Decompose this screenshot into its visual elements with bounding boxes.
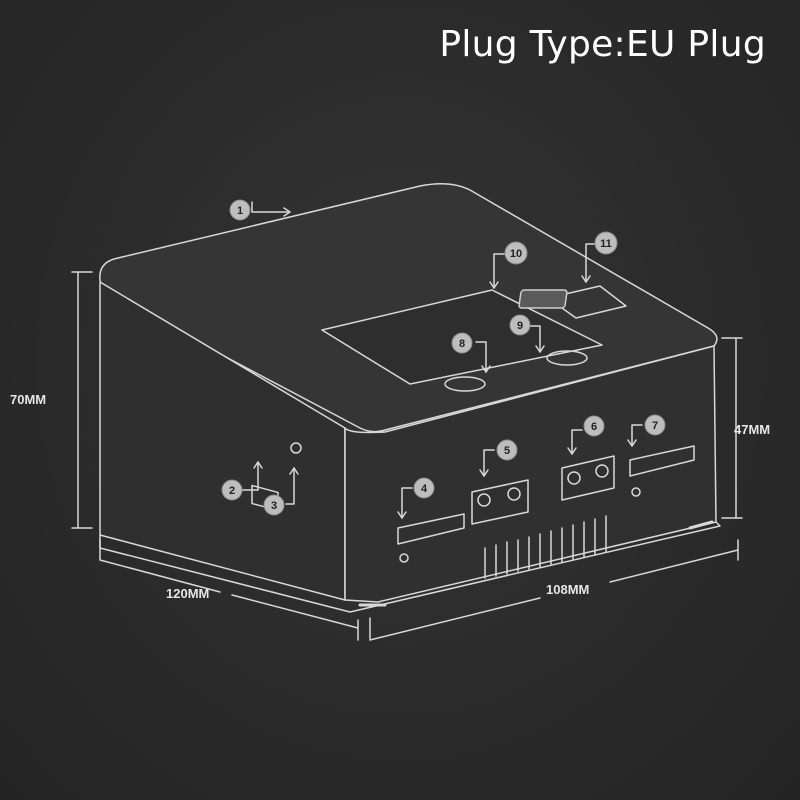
balance-port-right xyxy=(629,445,695,477)
output-port-6 xyxy=(561,455,615,501)
dim-line-front-height xyxy=(721,337,743,519)
callout-4 xyxy=(413,477,435,499)
rotary-knob xyxy=(547,285,627,319)
callout-10 xyxy=(504,241,528,265)
dim-label-width: 108MM xyxy=(546,582,589,597)
button-9 xyxy=(546,350,588,366)
callout-3-label: 3 xyxy=(271,500,277,512)
dim-label-depth: 120MM xyxy=(166,586,209,601)
callout-8-label: 8 xyxy=(459,338,465,350)
callout-10-label: 10 xyxy=(510,248,522,260)
callout-11 xyxy=(594,231,618,255)
callout-9-label: 9 xyxy=(517,320,523,332)
plug-type-title: Plug Type:EU Plug xyxy=(439,24,766,65)
callout-4-label: 4 xyxy=(421,483,428,495)
dim-label-height: 70MM xyxy=(10,392,46,407)
callout-badges xyxy=(221,199,666,516)
dim-line-width xyxy=(369,539,739,641)
output-port-5 xyxy=(471,479,529,525)
dim-line-height xyxy=(71,271,93,529)
callout-3 xyxy=(263,494,285,516)
balance-port-left xyxy=(397,513,465,545)
callout-11-label: 11 xyxy=(600,238,612,250)
button-8 xyxy=(444,376,486,392)
vent-grill xyxy=(484,515,607,579)
callout-9 xyxy=(509,314,531,336)
callout-7 xyxy=(644,414,666,436)
callout-2-label: 2 xyxy=(229,485,235,497)
device-front-side xyxy=(344,345,717,603)
callout-5-label: 5 xyxy=(504,445,510,457)
callout-6-label: 6 xyxy=(591,421,597,433)
callout-5 xyxy=(496,439,518,461)
callout-1 xyxy=(229,199,251,221)
callout-6 xyxy=(583,415,605,437)
callout-8 xyxy=(451,332,473,354)
power-jack xyxy=(290,442,302,454)
callout-1-label: 1 xyxy=(237,205,243,217)
callout-2 xyxy=(221,479,243,501)
dim-line-depth xyxy=(99,539,359,641)
callout-arrows xyxy=(235,201,643,519)
dim-label-front-height: 47MM xyxy=(734,422,770,437)
callout-7-label: 7 xyxy=(652,420,658,432)
